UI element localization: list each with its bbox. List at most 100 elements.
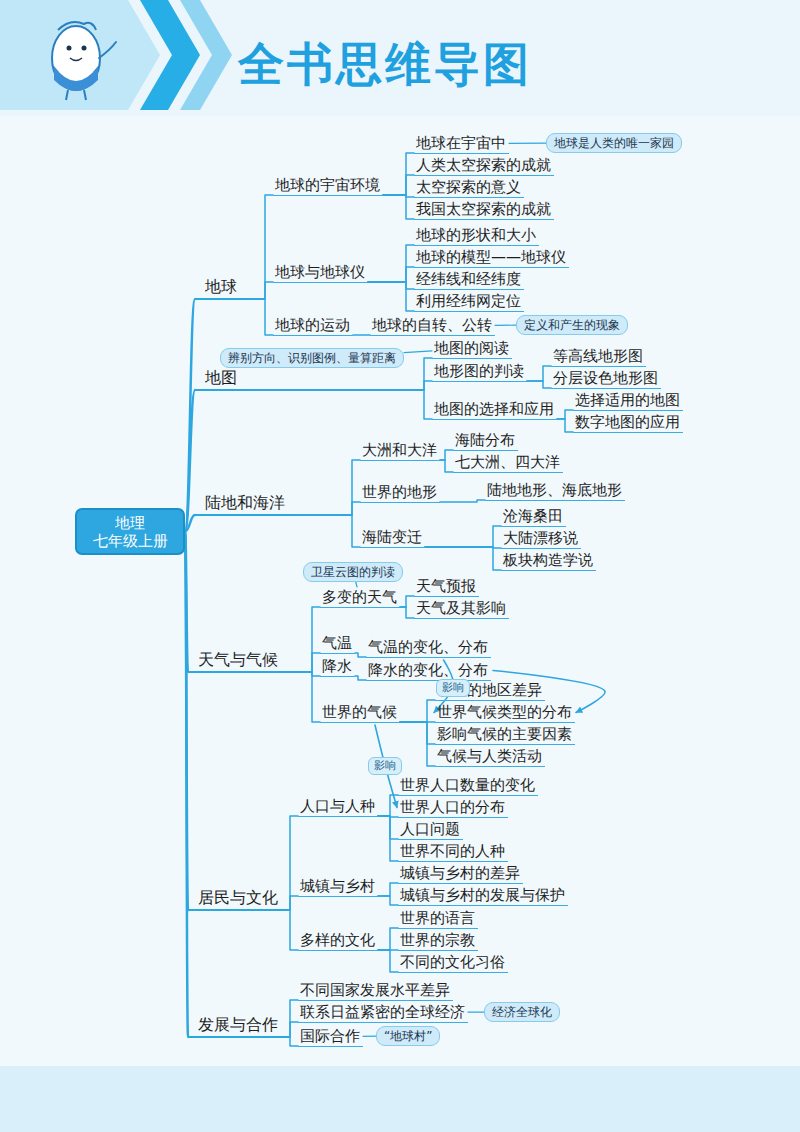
- topic-node: 世界人口数量的变化: [398, 775, 538, 796]
- topic-node: 海陆分布: [453, 430, 518, 451]
- node-label: 地图的选择和应用: [434, 400, 554, 418]
- topic-node: 地球的运动: [273, 315, 353, 336]
- topic-node: 天气及其影响: [414, 598, 509, 619]
- topic-node: 降水: [320, 656, 355, 677]
- node-label: 卫星云图的判读: [311, 564, 395, 580]
- node-label: 地图: [205, 368, 237, 388]
- topic-node: 世界的地形: [360, 482, 440, 503]
- branch-connector: [400, 722, 435, 766]
- node-label: 分层设色地形图: [553, 369, 658, 387]
- branch-connector: [425, 547, 501, 570]
- node-label: 城镇与乡村的发展与保护: [400, 886, 565, 904]
- node-label: 地球的自转、公转: [372, 316, 492, 334]
- topic-node: 世界的语言: [398, 908, 478, 929]
- node-label: 世界人口的分布: [400, 798, 505, 816]
- note-tag: 经济全球化: [484, 1002, 560, 1022]
- node-label: 大洲和大洋: [362, 441, 437, 459]
- node-label: 海陆分布: [455, 431, 515, 449]
- node-label: 地球的模型——地球仪: [416, 248, 566, 266]
- node-label: 世界的地形: [362, 483, 437, 501]
- topic-node: 世界不同的人种: [398, 841, 508, 862]
- tag-connector: [468, 1012, 484, 1013]
- node-label: 利用经纬网定位: [416, 292, 521, 310]
- branch-connector: [368, 282, 414, 289]
- node-label: 世界的宗教: [400, 931, 475, 949]
- main-branch-node: 天气与气候: [188, 648, 286, 673]
- mascot-overalls: [54, 66, 98, 91]
- topic-node: 气温: [320, 633, 355, 654]
- branch-connector: [286, 672, 320, 722]
- topic-node: 城镇与乡村的差异: [398, 863, 523, 884]
- node-label: 地球的运动: [275, 316, 350, 334]
- topic-node: 地球与地球仪: [273, 262, 368, 283]
- note-tag: “地球村”: [376, 1026, 440, 1046]
- branch-connector: [383, 195, 414, 219]
- branch-connector: [378, 795, 398, 816]
- node-label: 多变的天气: [322, 588, 397, 606]
- node-label: 世界人口数量的变化: [400, 776, 535, 794]
- topic-node: 沧海桑田: [501, 506, 566, 527]
- node-label: 地形图的判读: [434, 362, 524, 380]
- mascot-arm: [99, 42, 116, 58]
- branch-connector: [378, 950, 398, 972]
- node-label: 人口与人种: [300, 797, 375, 815]
- content-panel: [0, 116, 800, 1066]
- branch-connector: [245, 299, 273, 335]
- note-tag: 地球是人类的唯一家园: [546, 133, 682, 153]
- note-tag: 辨别方向、识别图例、量算距离: [220, 348, 404, 368]
- node-label: 数字地图的应用: [575, 413, 680, 431]
- branch-connector: [245, 282, 273, 299]
- node-label: 联系日益紧密的全球经济: [300, 1003, 465, 1021]
- branch-connector: [378, 816, 398, 839]
- branch-connector: [557, 410, 573, 419]
- branch-connector: [425, 526, 501, 547]
- topic-node: 地图的阅读: [432, 338, 512, 359]
- node-label: 板块构造学说: [503, 551, 593, 569]
- topic-node: 影响气候的主要因素: [435, 724, 575, 745]
- topic-node: 利用经纬网定位: [414, 291, 524, 312]
- topic-node: 等高线地形图: [551, 346, 646, 367]
- node-label: 地球的宇宙环境: [275, 176, 380, 194]
- branch-connector: [245, 390, 432, 419]
- topic-node: 大陆漂移说: [501, 528, 581, 549]
- topic-node: 地球的形状和大小: [414, 225, 539, 246]
- node-label: 气温的变化、分布: [368, 638, 488, 656]
- main-branch-line: [185, 532, 188, 1038]
- main-branch-node: 陆地和海洋: [195, 491, 293, 516]
- topic-node: 地图的选择和应用: [432, 399, 557, 420]
- topic-node: 气温的变化、分布: [366, 637, 491, 658]
- node-label: 世界不同的人种: [400, 842, 505, 860]
- node-label: 我国太空探索的成就: [416, 200, 551, 218]
- node-label: 降水: [322, 657, 352, 675]
- topic-node: 降水的变化、分布: [366, 660, 491, 681]
- node-label: 天气与气候: [198, 650, 278, 670]
- topic-node: 地球的自转、公转: [370, 315, 495, 336]
- node-label: 选择适用的地图: [575, 391, 680, 409]
- mascot-eye: [67, 46, 72, 51]
- branch-connector: [378, 816, 398, 861]
- branch-connector: [557, 419, 573, 432]
- node-label: 人口问题: [400, 820, 460, 838]
- topic-node: 不同的文化习俗: [398, 952, 508, 973]
- mascot-eye: [82, 46, 87, 51]
- branch-connector: [440, 460, 453, 472]
- topic-node: 太空探索的意义: [414, 177, 524, 198]
- topic-node: 联系日益紧密的全球经济: [298, 1002, 468, 1023]
- topic-node: 人类太空探索的成就: [414, 155, 554, 176]
- node-label: 海陆变迁: [362, 528, 422, 546]
- branch-connector: [378, 896, 398, 905]
- topic-node: 世界的气候: [320, 702, 400, 723]
- node-label: 多样的文化: [300, 931, 375, 949]
- topic-node: 板块构造学说: [501, 550, 596, 571]
- tag-connector: [363, 1036, 376, 1037]
- node-label: 天气预报: [416, 577, 476, 595]
- node-label: 降水的变化、分布: [368, 661, 488, 679]
- branch-connector: [440, 450, 453, 460]
- node-label: 地球的形状和大小: [416, 226, 536, 244]
- main-branch-line: [185, 390, 195, 532]
- footer-band: [0, 1066, 800, 1132]
- branch-connector: [353, 334, 370, 336]
- node-label: 地图的阅读: [434, 339, 509, 357]
- node-label: 世界的语言: [400, 909, 475, 927]
- branch-connector: [293, 460, 360, 515]
